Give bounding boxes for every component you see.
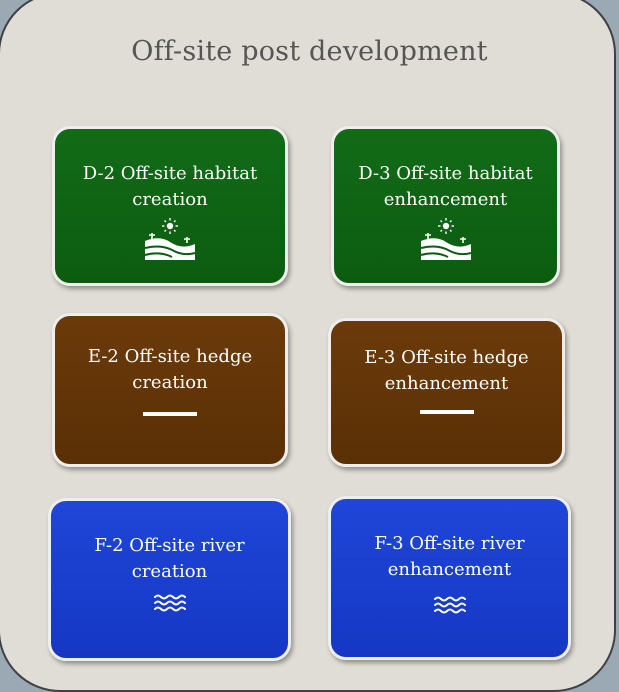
card-label-line1: E-2 Off-site hedge [87,346,253,367]
card-d3-habitat-enhancement[interactable]: D-3 Off-site habitat enhancement [331,126,560,286]
card-d2-habitat-creation[interactable]: D-2 Off-site habitat creation [52,126,288,286]
card-label-line1: F-2 Off-site river [94,535,245,556]
card-label: E-2 Off-site hedge creation [55,344,285,396]
card-f2-river-creation[interactable]: F-2 Off-site river creation [48,498,291,661]
card-label-line1: D-2 Off-site habitat [82,163,258,184]
card-label-line1: E-3 Off-site hedge [364,347,529,368]
card-label-line2: creation [132,372,208,393]
card-label-line2: enhancement [383,189,508,210]
habitat-icon [144,218,196,260]
card-label-line1: F-3 Off-site river [374,533,525,554]
card-label: E-3 Off-site hedge enhancement [331,345,562,397]
card-label-line1: D-3 Off-site habitat [358,163,533,184]
card-label-line2: enhancement [387,559,512,580]
card-label: D-2 Off-site habitat creation [55,161,285,213]
card-label-line2: enhancement [384,373,509,394]
card-label: F-2 Off-site river creation [51,533,288,585]
hedge-line-icon [143,412,197,416]
river-waves-icon [153,594,186,612]
card-label: D-3 Off-site habitat enhancement [334,161,557,213]
river-waves-icon [433,596,466,614]
card-e2-hedge-creation[interactable]: E-2 Off-site hedge creation [52,313,288,467]
card-e3-hedge-enhancement[interactable]: E-3 Off-site hedge enhancement [328,318,565,467]
card-f3-river-enhancement[interactable]: F-3 Off-site river enhancement [328,496,571,660]
hedge-line-icon [419,410,474,414]
card-label-line2: creation [131,561,208,582]
card-label: F-3 Off-site river enhancement [331,531,568,583]
habitat-icon [420,218,471,260]
panel-title: Off-site post development [131,36,488,67]
card-label-line2: creation [132,189,208,210]
